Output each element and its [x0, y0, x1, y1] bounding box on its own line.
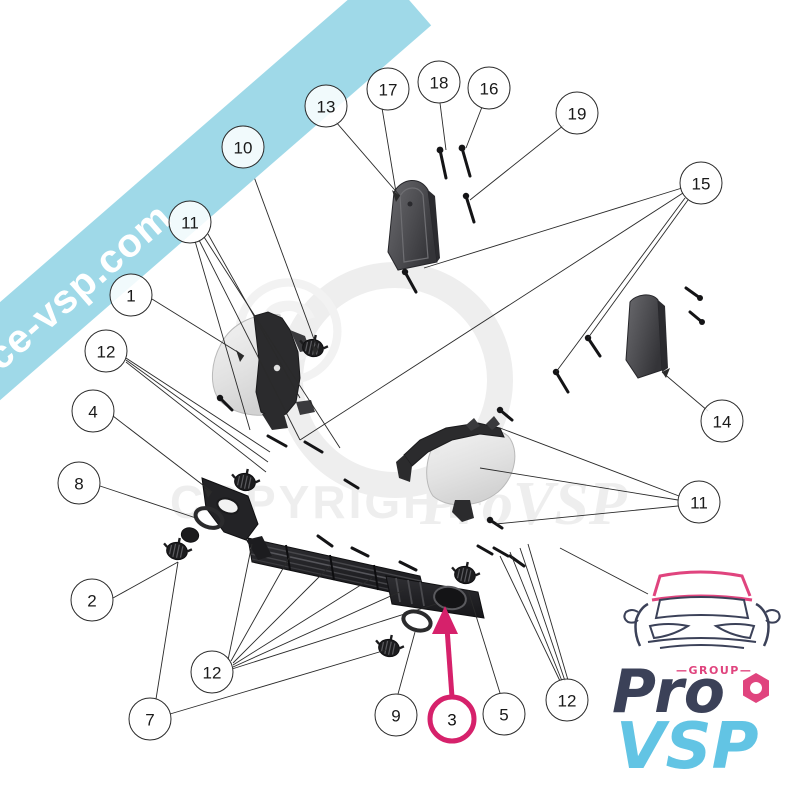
callout-circle[interactable] — [374, 693, 418, 737]
air-deflector-panel-13 — [387, 180, 440, 271]
callout-label: 3 — [447, 711, 456, 730]
callout-label: 9 — [391, 707, 400, 726]
callout-circle[interactable] — [304, 84, 348, 128]
side-deflector-panel-14 — [625, 294, 668, 379]
callout-label: 10 — [234, 139, 253, 158]
callout-circle[interactable] — [555, 91, 599, 135]
callout-circle[interactable] — [71, 389, 115, 433]
callout-circle[interactable] — [545, 678, 589, 722]
callout-circle[interactable] — [128, 697, 172, 741]
callout-circle[interactable] — [677, 480, 721, 524]
callout-circle[interactable] — [190, 650, 234, 694]
callout-16[interactable]: 16 — [467, 66, 511, 110]
callout-label: 5 — [499, 706, 508, 725]
callout-circle[interactable] — [366, 67, 410, 111]
callout-13[interactable]: 13 — [304, 84, 348, 128]
callout-label: 8 — [74, 475, 83, 494]
callout-10[interactable]: 10 — [221, 125, 265, 169]
highlight-arrow — [432, 606, 458, 698]
callout-9[interactable]: 9 — [374, 693, 418, 737]
callout-label: 11 — [690, 494, 708, 513]
callout-18[interactable]: 18 — [417, 60, 461, 104]
callout-11[interactable]: 11 — [168, 200, 212, 244]
callout-label: 19 — [568, 105, 587, 124]
callout-circle[interactable] — [700, 399, 744, 443]
callout-12[interactable]: 12 — [545, 678, 589, 722]
callout-7[interactable]: 7 — [128, 697, 172, 741]
callout-label: 1 — [126, 287, 135, 306]
callout-label: 12 — [97, 343, 116, 362]
callout-label: 4 — [88, 403, 97, 422]
callout-circle[interactable] — [427, 694, 477, 744]
callout-circle[interactable] — [679, 161, 723, 205]
callout-1[interactable]: 1 — [109, 273, 153, 317]
callout-circle[interactable] — [70, 578, 114, 622]
callout-12[interactable]: 12 — [190, 650, 234, 694]
callout-label: 15 — [692, 175, 711, 194]
callout-label: 11 — [181, 214, 199, 233]
leader-lines — [99, 102, 709, 715]
callout-15[interactable]: 15 — [679, 161, 723, 205]
rubber-grommet-8 — [193, 506, 225, 530]
retaining-clips — [163, 334, 481, 658]
fog-lamp-grille — [385, 575, 485, 619]
callout-label: 16 — [480, 80, 499, 99]
center-grille — [247, 537, 427, 601]
callout-11[interactable]: 11 — [677, 480, 721, 524]
callout-8[interactable]: 8 — [57, 461, 101, 505]
callout-label: 7 — [145, 711, 154, 730]
callout-label: 18 — [430, 74, 449, 93]
callout-circle[interactable] — [57, 461, 101, 505]
callout-label: 12 — [203, 664, 222, 683]
logo-pro-text: Pro — [612, 657, 725, 727]
callout-label: 17 — [379, 81, 398, 100]
logo-vsp-text: VSP — [616, 710, 759, 784]
callout-label: 12 — [558, 692, 577, 711]
callout-circle[interactable] — [467, 66, 511, 110]
callout-label: 2 — [87, 592, 96, 611]
callout-3[interactable]: 3 — [427, 694, 477, 744]
leader-arrowheads — [204, 190, 670, 498]
screws-and-bolts — [218, 146, 704, 572]
callout-5[interactable]: 5 — [482, 692, 526, 736]
callout-14[interactable]: 14 — [700, 399, 744, 443]
callout-4[interactable]: 4 — [71, 389, 115, 433]
callout-label: 14 — [713, 413, 732, 432]
callout-label: 13 — [317, 98, 336, 117]
callout-17[interactable]: 17 — [366, 67, 410, 111]
callout-2[interactable]: 2 — [70, 578, 114, 622]
callout-circle[interactable] — [168, 200, 212, 244]
callout-circle[interactable] — [109, 273, 153, 317]
callout-circle[interactable] — [417, 60, 461, 104]
callout-19[interactable]: 19 — [555, 91, 599, 135]
callout-circle[interactable] — [482, 692, 526, 736]
hexagon-nut-icon — [743, 673, 769, 703]
callout-circle[interactable] — [84, 329, 128, 373]
banner-band — [0, 0, 432, 498]
rubber-grommet-9 — [401, 609, 433, 633]
left-grille-end-bracket — [201, 477, 272, 560]
callout-12[interactable]: 12 — [84, 329, 128, 373]
logo-group-label: —GROUP— — [676, 664, 752, 677]
car-outline-icon — [623, 570, 781, 649]
screw-heads — [216, 144, 705, 524]
callout-circle[interactable] — [221, 125, 265, 169]
right-headlamp-assembly — [396, 416, 516, 522]
